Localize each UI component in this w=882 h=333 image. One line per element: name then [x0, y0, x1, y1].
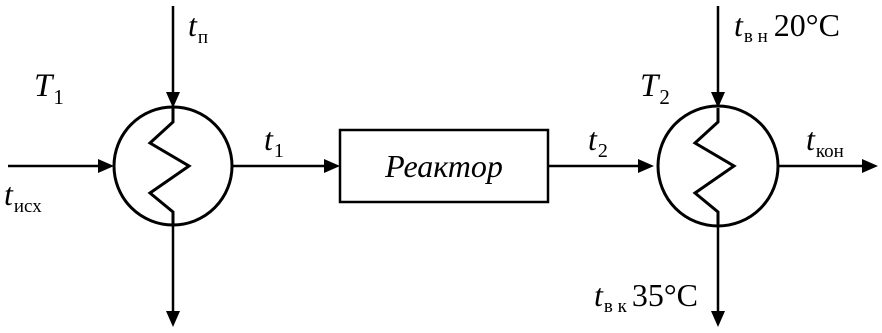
feed-inlet-label: tисх	[4, 176, 42, 217]
heating-outlet-arrow	[166, 225, 180, 327]
stream-t2-arrow	[548, 159, 654, 173]
stream-t1-label: t1	[264, 121, 284, 162]
heat-exchanger-2-coil	[692, 108, 737, 226]
heat-exchanger-1	[112, 105, 234, 227]
stream-t2-label: t2	[588, 121, 608, 162]
product-outlet-arrow	[778, 159, 878, 173]
coolant-outlet-arrow	[711, 226, 725, 327]
heat-exchanger-2	[656, 104, 780, 228]
heat-exchanger-1-title: T1	[34, 68, 64, 109]
reactor-label: Реактор	[384, 148, 503, 184]
feed-inlet-arrow	[8, 159, 114, 173]
heating-inlet-label: tп	[188, 7, 208, 48]
heat-exchanger-1-shell	[112, 105, 234, 227]
heat-exchanger-2-title: T2	[640, 68, 670, 109]
heating-inlet-arrow	[166, 6, 180, 108]
product-outlet-label: tкон	[806, 121, 844, 162]
stream-t1-arrow	[232, 159, 340, 173]
coolant-inlet-arrow	[711, 6, 725, 108]
heat-exchanger-1-coil	[147, 108, 192, 225]
